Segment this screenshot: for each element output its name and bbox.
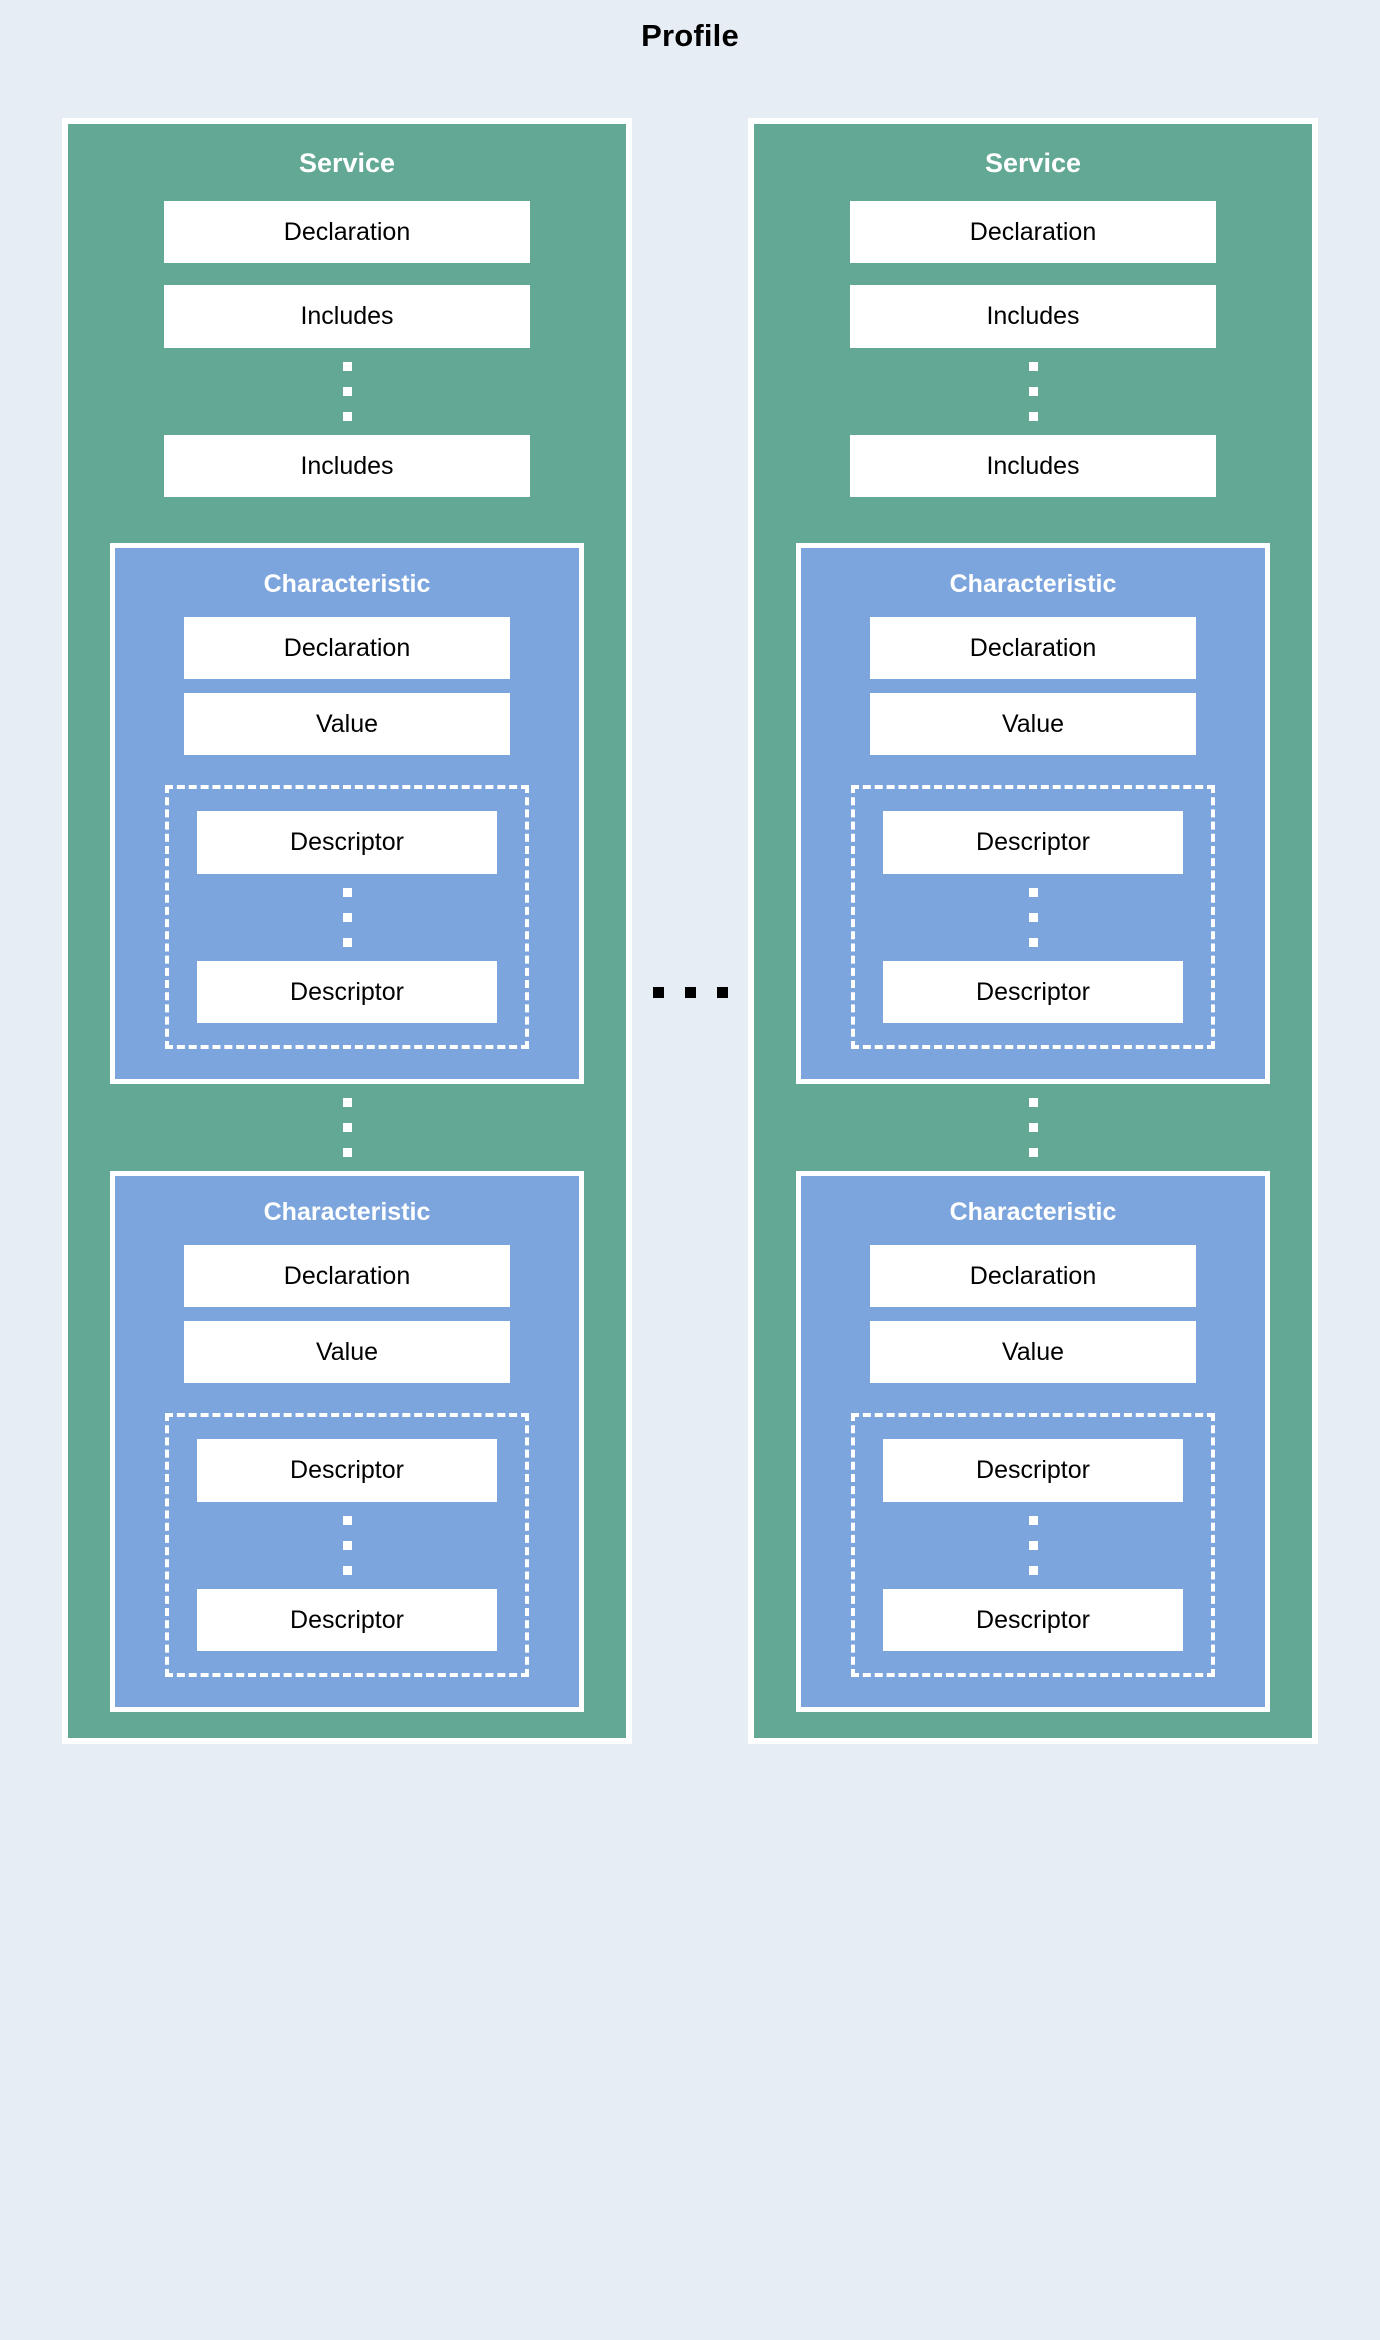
characteristic-title: Characteristic	[949, 1197, 1117, 1226]
service-includes-box-last[interactable]: Includes	[850, 434, 1216, 497]
includes-vertical-ellipsis	[102, 348, 592, 435]
characteristic-block[interactable]: Characteristic Declaration Value Descrip…	[796, 1170, 1270, 1712]
characteristic-value-box[interactable]: Value	[870, 1321, 1196, 1384]
ellipsis-dot	[652, 987, 664, 999]
characteristic-title: Characteristic	[263, 569, 431, 598]
services-container: Service Declaration Includes Includes Ch…	[62, 118, 1318, 1744]
ellipsis-dot	[716, 987, 728, 999]
descriptor-group: Descriptor Descriptor	[851, 785, 1215, 1049]
characteristic-declaration-box[interactable]: Declaration	[870, 616, 1196, 679]
service-declaration-box[interactable]: Declaration	[164, 201, 530, 264]
ellipsis-dot	[342, 1515, 352, 1525]
descriptor-box-first[interactable]: Descriptor	[197, 811, 497, 874]
ellipsis-dot	[1028, 1097, 1038, 1107]
descriptor-group: Descriptor Descriptor	[165, 1413, 529, 1677]
ellipsis-dot	[684, 987, 696, 999]
ellipsis-dot	[342, 1122, 352, 1132]
descriptor-box-last[interactable]: Descriptor	[197, 960, 497, 1023]
includes-vertical-ellipsis	[788, 348, 1278, 435]
characteristic-block[interactable]: Characteristic Declaration Value Descrip…	[796, 542, 1270, 1084]
ellipsis-dot	[342, 361, 352, 371]
descriptor-box-last[interactable]: Descriptor	[883, 1588, 1183, 1651]
characteristic-value-box[interactable]: Value	[184, 1321, 510, 1384]
descriptor-group: Descriptor Descriptor	[165, 785, 529, 1049]
characteristic-declaration-box[interactable]: Declaration	[184, 1244, 510, 1307]
characteristic-title: Characteristic	[949, 569, 1117, 598]
descriptor-vertical-ellipsis	[169, 1502, 525, 1589]
service-block-1[interactable]: Service Declaration Includes Includes Ch…	[62, 118, 632, 1744]
characteristic-block[interactable]: Characteristic Declaration Value Descrip…	[110, 1170, 584, 1712]
ellipsis-dot	[1028, 1515, 1038, 1525]
ellipsis-dot	[342, 912, 352, 922]
ellipsis-dot	[1028, 912, 1038, 922]
descriptor-box-first[interactable]: Descriptor	[883, 811, 1183, 874]
ellipsis-dot	[1028, 1565, 1038, 1575]
ellipsis-dot	[1028, 1147, 1038, 1157]
characteristic-declaration-box[interactable]: Declaration	[870, 1244, 1196, 1307]
characteristic-value-box[interactable]: Value	[870, 693, 1196, 756]
ellipsis-dot	[342, 887, 352, 897]
page-title: Profile	[641, 18, 739, 53]
ellipsis-dot	[342, 386, 352, 396]
ellipsis-dot	[342, 1540, 352, 1550]
service-block-2[interactable]: Service Declaration Includes Includes Ch…	[748, 118, 1318, 1744]
ellipsis-dot	[1028, 1540, 1038, 1550]
services-horizontal-ellipsis	[632, 987, 748, 999]
ellipsis-dot	[1028, 361, 1038, 371]
descriptor-vertical-ellipsis	[855, 1502, 1211, 1589]
ellipsis-dot	[1028, 937, 1038, 947]
characteristic-value-box[interactable]: Value	[184, 693, 510, 756]
ellipsis-dot	[1028, 411, 1038, 421]
ellipsis-dot	[342, 1565, 352, 1575]
service-title: Service	[298, 148, 396, 178]
ellipsis-dot	[1028, 887, 1038, 897]
ellipsis-dot	[342, 1147, 352, 1157]
descriptor-box-last[interactable]: Descriptor	[197, 1588, 497, 1651]
ellipsis-dot	[1028, 386, 1038, 396]
ellipsis-dot	[342, 411, 352, 421]
service-includes-box-last[interactable]: Includes	[164, 434, 530, 497]
ellipsis-dot	[342, 1097, 352, 1107]
descriptor-box-last[interactable]: Descriptor	[883, 960, 1183, 1023]
descriptor-vertical-ellipsis	[169, 874, 525, 961]
service-includes-box-first[interactable]: Includes	[850, 285, 1216, 348]
characteristics-vertical-ellipsis	[102, 1084, 592, 1171]
characteristics-vertical-ellipsis	[788, 1084, 1278, 1171]
descriptor-box-first[interactable]: Descriptor	[197, 1439, 497, 1502]
descriptor-box-first[interactable]: Descriptor	[883, 1439, 1183, 1502]
characteristic-title: Characteristic	[263, 1197, 431, 1226]
service-title: Service	[984, 148, 1082, 178]
service-includes-box-first[interactable]: Includes	[164, 285, 530, 348]
ellipsis-dot	[342, 937, 352, 947]
descriptor-vertical-ellipsis	[855, 874, 1211, 961]
descriptor-group: Descriptor Descriptor	[851, 1413, 1215, 1677]
ellipsis-dot	[1028, 1122, 1038, 1132]
characteristic-declaration-box[interactable]: Declaration	[184, 616, 510, 679]
characteristic-block[interactable]: Characteristic Declaration Value Descrip…	[110, 542, 584, 1084]
service-declaration-box[interactable]: Declaration	[850, 201, 1216, 264]
